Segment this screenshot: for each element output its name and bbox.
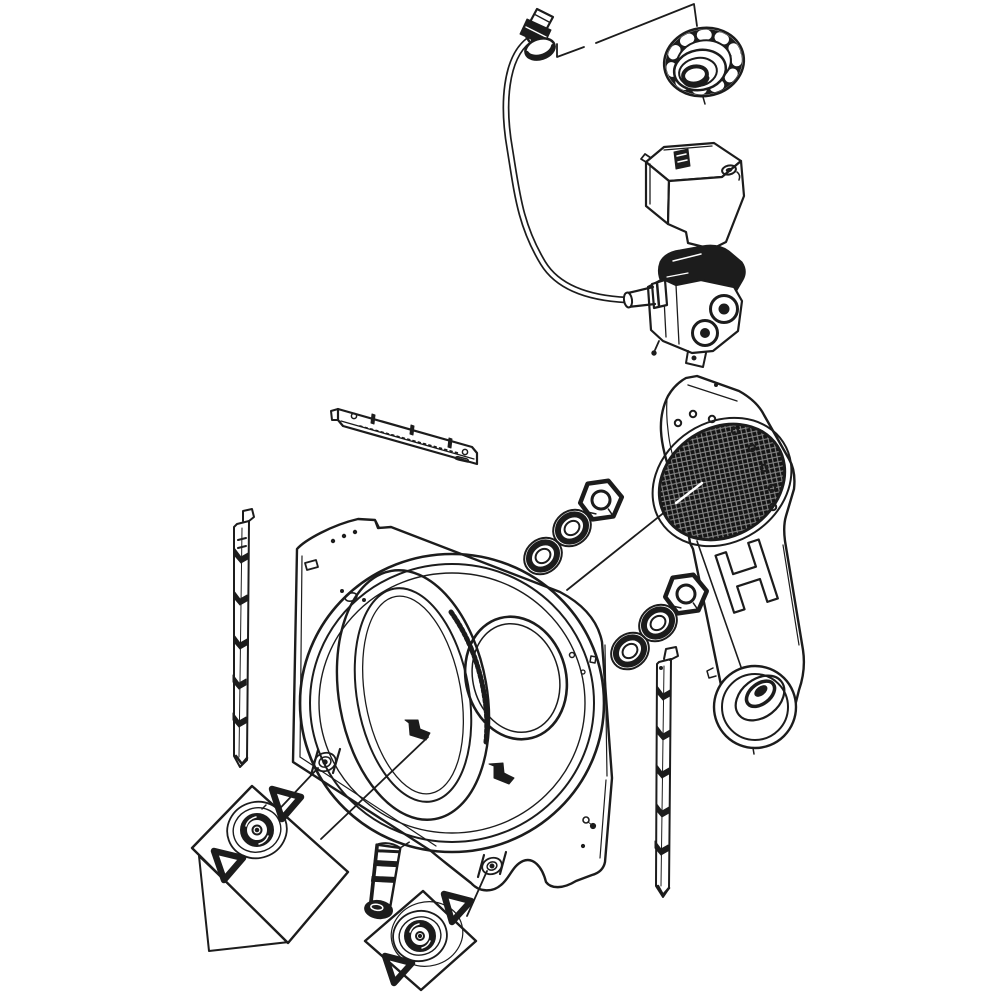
tri-ring-clip <box>210 847 247 884</box>
lower-fastener-set: Washers and hex nut (lower) <box>610 572 710 671</box>
tri-ring-clip <box>440 890 475 926</box>
shaft-grommet <box>476 850 508 879</box>
drum-roller <box>392 909 448 963</box>
tri-ring-clip <box>268 785 305 823</box>
hose-elbow-connector: Hose elbow connector <box>519 7 556 61</box>
roller-shaft: Roller shaft <box>364 841 410 920</box>
duct-outlet: Duct outlet <box>706 664 798 755</box>
hex-nut <box>662 572 710 616</box>
water-valve: Water valve <box>622 244 746 368</box>
bolt-holes <box>673 409 778 512</box>
mounting-bracket: Mounting bracket rail <box>330 407 479 466</box>
shaft-grommet <box>309 747 342 777</box>
lint-screen-mesh <box>657 422 787 542</box>
upper-fastener-set: Washers and hex nut (upper) <box>523 478 625 576</box>
blower-housing: Blower housing with screen Duct outlet <box>651 374 806 755</box>
leader-over-mesh <box>674 481 704 505</box>
left-glide-strip: Drum glide strip (left) <box>232 508 255 768</box>
tri-ring-clip <box>381 952 416 987</box>
blower-wheel: Blower wheel <box>662 26 746 105</box>
right-glide-strip: Drum glide strip (right) <box>654 646 679 898</box>
roller-kit-bottom: Drum roller kit (bottom) <box>363 889 478 992</box>
hex-nut <box>577 478 625 522</box>
supply-hose: Supply hose <box>502 36 631 304</box>
drum-roller <box>226 800 288 860</box>
retainer-clip <box>488 762 515 785</box>
rear-bulkhead-panel: Rear drum bulkhead <box>291 517 614 892</box>
roller-kit-left: Drum roller kit (left) <box>190 784 350 952</box>
control-box: Control box <box>640 141 746 251</box>
